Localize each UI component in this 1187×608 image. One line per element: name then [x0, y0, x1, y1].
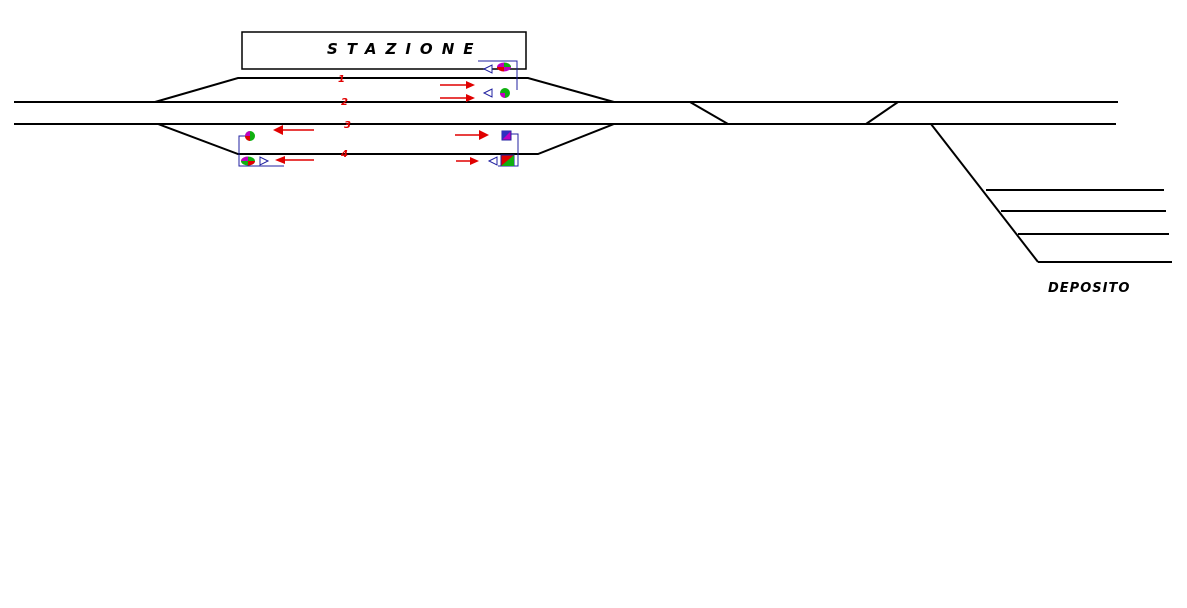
crossover-right: [865, 101, 899, 125]
track-number-4: 4: [340, 149, 348, 160]
arrow-right-icon: [455, 130, 489, 140]
signals: [241, 62, 515, 167]
crossover-left: [689, 101, 729, 125]
signal-square-icon[interactable]: [501, 130, 512, 141]
track-number-3: 3: [344, 120, 351, 131]
signal-triangle-icon[interactable]: [259, 156, 270, 166]
track-number-1: 1: [338, 74, 345, 85]
track-1: [154, 77, 615, 103]
arrow-left-icon: [273, 125, 314, 135]
signal-triangle-icon[interactable]: [487, 156, 498, 166]
signal-square-icon[interactable]: [500, 154, 515, 167]
signal-disc-icon[interactable]: [500, 88, 510, 98]
direction-arrows: [273, 81, 489, 165]
station-title: STAZIONE: [327, 40, 483, 58]
wire-top-right: [478, 60, 518, 90]
signal-disc-icon[interactable]: [497, 62, 511, 72]
signal-disc-icon[interactable]: [241, 156, 255, 166]
signal-wiring: [238, 60, 519, 167]
track-4: [157, 123, 615, 155]
arrow-right-icon: [440, 94, 475, 102]
station-box: [241, 31, 527, 70]
signal-triangle-icon[interactable]: [482, 88, 493, 98]
depot-label: DEPOSITO: [1048, 281, 1130, 296]
station-building: STAZIONE: [241, 31, 527, 70]
wire-bottom-left: [238, 135, 284, 167]
track-layout: [14, 77, 1172, 263]
track-numbers: 1 2 3 4: [338, 74, 351, 160]
signal-triangle-icon[interactable]: [482, 64, 493, 74]
track-number-2: 2: [341, 97, 348, 108]
depot-spur: [930, 123, 1039, 263]
arrow-left-icon: [275, 156, 314, 164]
arrow-right-icon: [440, 81, 475, 89]
arrow-right-icon: [456, 157, 479, 165]
signal-disc-icon[interactable]: [245, 131, 255, 141]
